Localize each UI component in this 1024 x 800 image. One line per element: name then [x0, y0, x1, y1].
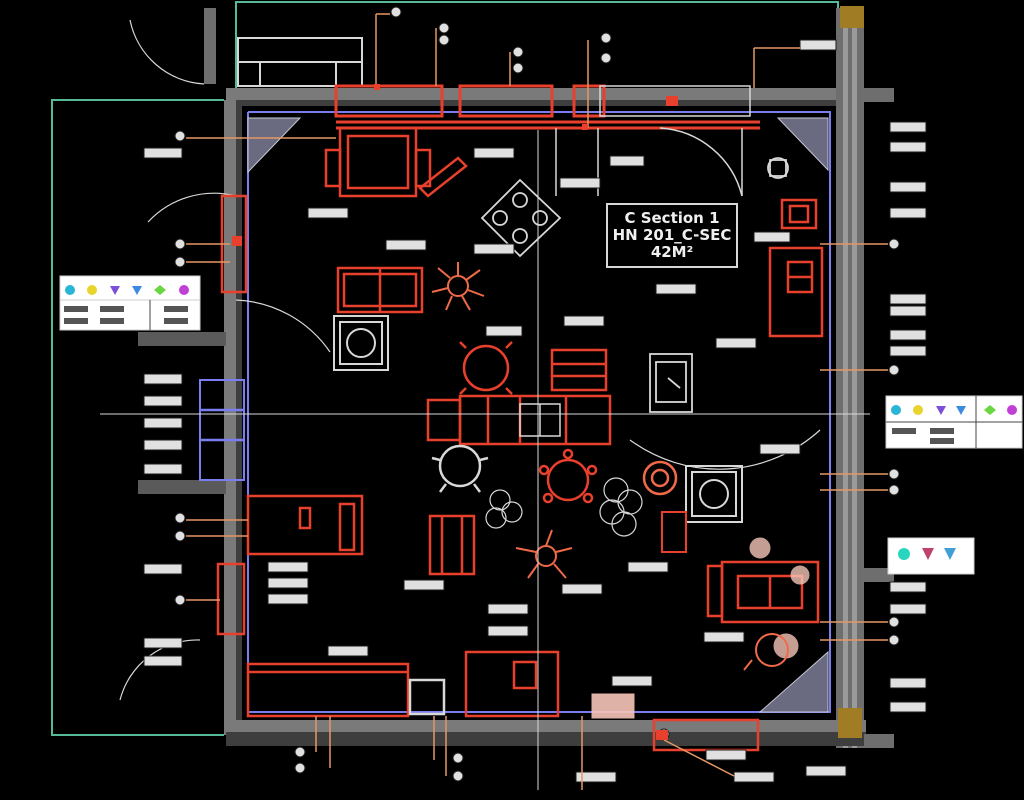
bench-sofa: [336, 266, 424, 314]
bottom-right-round-stool: [743, 633, 789, 671]
diamond-fixture: [480, 178, 562, 258]
structural-columns: [838, 6, 864, 738]
square-station-right: [685, 465, 743, 523]
right-annotations: [799, 39, 927, 713]
right-legend-panel-2: [887, 537, 975, 575]
red-accents: [232, 84, 678, 740]
right-wall-units: [768, 198, 824, 338]
room-section-label: C Section 1 HN 201_C-SEC 42M²: [606, 203, 738, 268]
bookshelf-lower: [428, 514, 476, 576]
round-table-1: [459, 341, 513, 395]
desk-right: [550, 348, 608, 392]
section-name: C Section 1: [624, 208, 720, 227]
round-table-2: [431, 444, 489, 493]
spider-stool: [431, 262, 485, 311]
spider-stool-lower: [515, 529, 573, 579]
sink-unit: [649, 157, 789, 413]
bottom-left-cabinets: [199, 194, 364, 636]
cabinet-right: [661, 511, 687, 553]
section-code: HN 201_C-SEC: [612, 225, 732, 244]
right-legend-panel-1: [885, 395, 1023, 449]
top-left-window: [237, 37, 363, 87]
left-legend-panel: [59, 275, 201, 331]
bottom-right-table: [706, 560, 820, 624]
outlet-symbols: [174, 6, 900, 782]
left-annotations: [143, 147, 183, 667]
top-right-storage: [555, 85, 751, 197]
bottom-right-chairs: [591, 537, 810, 719]
corner-braces: [247, 117, 829, 713]
round-lamp: [642, 460, 678, 496]
round-table-3: [538, 448, 598, 504]
room-area: 42M²: [650, 243, 694, 262]
grid-axes: [100, 130, 870, 790]
plant-cluster: [485, 477, 643, 537]
square-station: [333, 315, 389, 371]
central-table-cluster: [426, 394, 612, 446]
walls: [138, 8, 894, 748]
utility-lines: [186, 13, 888, 790]
interior-annotations: [267, 147, 847, 783]
lounge-chair: [324, 126, 468, 198]
